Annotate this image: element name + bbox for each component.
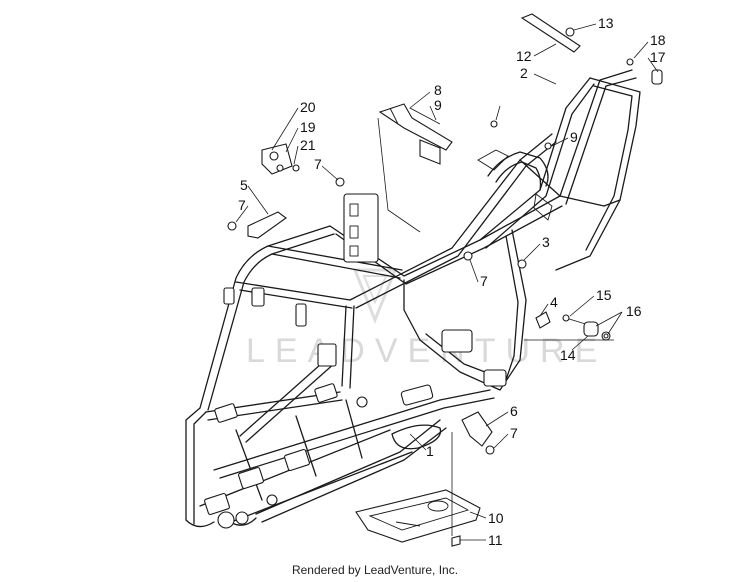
- callout-6: 6: [510, 403, 518, 419]
- callout-12: 12: [516, 48, 532, 64]
- callout-20: 20: [300, 99, 316, 115]
- bolt-4: [535, 311, 551, 329]
- bolt-3: [517, 259, 527, 269]
- callout-17: 17: [650, 49, 666, 65]
- engine-mount-plate: [343, 193, 379, 263]
- callout-9-right: 9: [570, 129, 578, 145]
- watermark-logo: [352, 268, 398, 325]
- callout-11: 11: [488, 532, 503, 548]
- callout-15: 15: [596, 287, 612, 303]
- main-frame: [185, 69, 641, 529]
- callout-9-left: 9: [434, 97, 442, 113]
- bushing-17: [651, 69, 663, 85]
- callout-21: 21: [300, 137, 316, 153]
- leader-lines: [235, 23, 659, 541]
- watermark-text: LEADVENTURE: [246, 332, 607, 370]
- callout-16: 16: [626, 303, 642, 319]
- callout-7-center: 7: [480, 273, 488, 289]
- mount-plate-6: [461, 411, 493, 447]
- bushing-9b: [544, 142, 552, 150]
- callout-18: 18: [650, 32, 666, 48]
- callout-7-upper: 7: [314, 156, 322, 172]
- callout-1: 1: [426, 443, 434, 459]
- callout-5: 5: [240, 177, 248, 193]
- screw-11: [451, 535, 461, 547]
- callout-7-lower: 7: [510, 425, 518, 441]
- nut-18: [626, 58, 634, 66]
- skid-plate: [355, 489, 481, 543]
- callout-2: 2: [520, 65, 528, 81]
- callout-14: 14: [560, 347, 576, 363]
- callout-10: 10: [488, 510, 504, 526]
- callout-8: 8: [434, 82, 442, 98]
- bolt-7d: [485, 445, 495, 455]
- rear-top-bracket: [520, 13, 581, 53]
- callout-3: 3: [542, 234, 550, 250]
- bolt-7a: [227, 221, 237, 231]
- mount-plate-5: [247, 211, 287, 239]
- bushing-9a: [490, 120, 498, 128]
- front-bracket-assembly: [377, 103, 453, 233]
- callout-13: 13: [598, 15, 614, 31]
- bolt-7c: [463, 251, 473, 261]
- callout-4: 4: [550, 294, 558, 310]
- callout-labels: 1 2 3 4 5 6 7 7 7 7 8 9 9 10 11 12 13 14…: [238, 15, 666, 548]
- footer-credit: Rendered by LeadVenture, Inc.: [291, 563, 459, 577]
- upper-left-bracket: [261, 143, 300, 175]
- callout-7-left: 7: [238, 197, 246, 213]
- callout-19: 19: [300, 119, 316, 135]
